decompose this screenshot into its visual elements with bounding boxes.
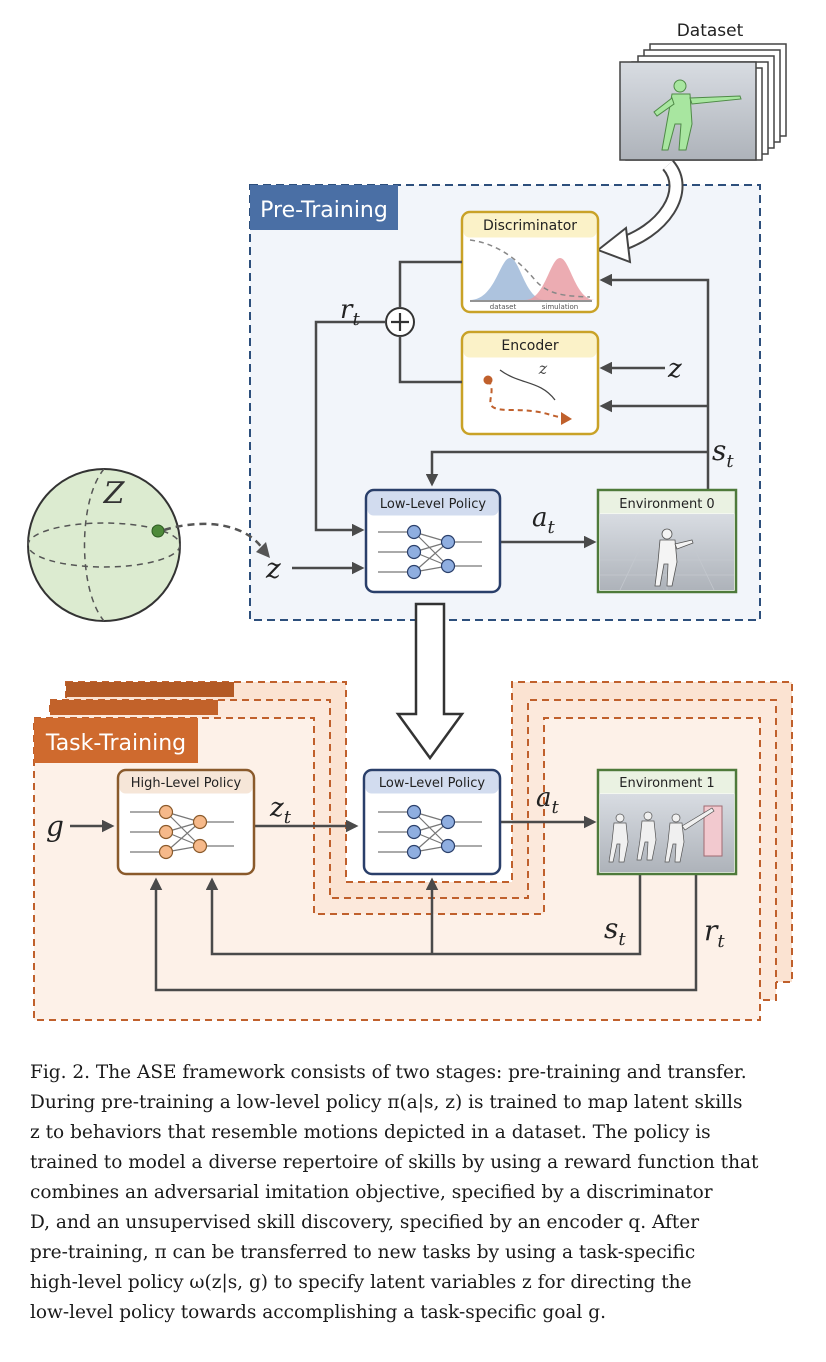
ase-framework-diagram: Dataset Pre-Training Discriminator datas… bbox=[27, 21, 793, 1021]
discriminator-simulation-label: simulation bbox=[542, 303, 579, 311]
state-to-discriminator bbox=[599, 273, 710, 578]
latent-space-sphere bbox=[27, 468, 270, 622]
z-encoder-input-label: z bbox=[667, 354, 682, 384]
state-to-low-level-policy bbox=[425, 450, 708, 487]
reward-to-high-level-policy bbox=[149, 874, 698, 992]
dataset-to-discriminator-arrow bbox=[613, 161, 682, 252]
pre-training-label: Pre-Training bbox=[260, 198, 388, 223]
reward-sum-node bbox=[385, 307, 415, 337]
discriminator-box bbox=[460, 210, 600, 314]
caption-line-1: Fig. 2. The ASE framework consists of tw… bbox=[30, 1062, 747, 1083]
r-t-bottom-label: rt bbox=[704, 914, 725, 952]
pre-training-tag bbox=[250, 185, 398, 230]
caption-line-7: pre-training, π can be transferred to ne… bbox=[30, 1242, 696, 1263]
caption-line-3: z to behaviors that resemble motions dep… bbox=[30, 1122, 711, 1143]
state-to-high-level-policy bbox=[205, 874, 642, 956]
dataset-arrow-head bbox=[595, 226, 632, 264]
caption-line-8: high-level policy ω(z|s, g) to specify l… bbox=[30, 1272, 692, 1293]
s-t-bottom-label: st bbox=[604, 912, 626, 950]
low-level-policy-bottom-label: Low-Level Policy bbox=[379, 776, 485, 791]
high-level-policy-label: High-Level Policy bbox=[131, 776, 242, 791]
encoder-box bbox=[460, 330, 600, 436]
discriminator-label: Discriminator bbox=[483, 218, 577, 234]
reward-to-low-level-policy bbox=[314, 320, 386, 537]
caption-line-5: combines an adversarial imitation object… bbox=[30, 1182, 713, 1203]
a-t-bottom-label: at bbox=[536, 783, 560, 818]
low-level-policy-top-box bbox=[364, 488, 502, 594]
figure-caption: Fig. 2. The ASE framework consists of tw… bbox=[30, 1058, 798, 1328]
encoder-z-label: z bbox=[538, 359, 548, 378]
environment1-box bbox=[596, 768, 738, 876]
discriminator-to-sum bbox=[398, 260, 462, 308]
environment1-characters-icon bbox=[608, 807, 715, 863]
encoder-label: Encoder bbox=[501, 338, 558, 354]
task-training-label: Task-Training bbox=[45, 731, 186, 756]
r-t-top-label: rt bbox=[340, 295, 360, 330]
discriminator-dataset-label: dataset bbox=[490, 303, 517, 311]
s-t-top-label: st bbox=[712, 434, 734, 472]
environment0-label: Environment 0 bbox=[619, 497, 714, 512]
environment0-box bbox=[596, 488, 738, 594]
low-level-policy-top-label: Low-Level Policy bbox=[380, 497, 486, 512]
caption-line-4: trained to model a diverse repertoire of… bbox=[30, 1152, 759, 1173]
environment1-label: Environment 1 bbox=[619, 776, 714, 791]
caption-line-6: D, and an unsupervised skill discovery, … bbox=[30, 1212, 700, 1233]
low-level-policy-bottom-box bbox=[362, 768, 502, 876]
a-t-top-label: at bbox=[532, 503, 556, 538]
transfer-arrow bbox=[395, 602, 465, 761]
z-input-label: z bbox=[265, 552, 281, 585]
dataset-stack bbox=[619, 43, 787, 161]
caption-line-2: During pre-training a low-level policy π… bbox=[30, 1092, 743, 1113]
caption-line-9: low-level policy towards accomplishing a… bbox=[30, 1302, 606, 1323]
g-label: g bbox=[46, 810, 64, 843]
high-level-policy-box bbox=[116, 768, 256, 876]
dataset-label: Dataset bbox=[677, 21, 744, 41]
dataset-character-icon bbox=[653, 79, 742, 151]
neural-network-icon bbox=[378, 531, 482, 573]
encoder-to-sum bbox=[398, 336, 462, 384]
environment0-character-icon bbox=[654, 528, 694, 587]
z-t-label: zt bbox=[269, 793, 292, 828]
latent-space-label: Z bbox=[103, 476, 126, 511]
